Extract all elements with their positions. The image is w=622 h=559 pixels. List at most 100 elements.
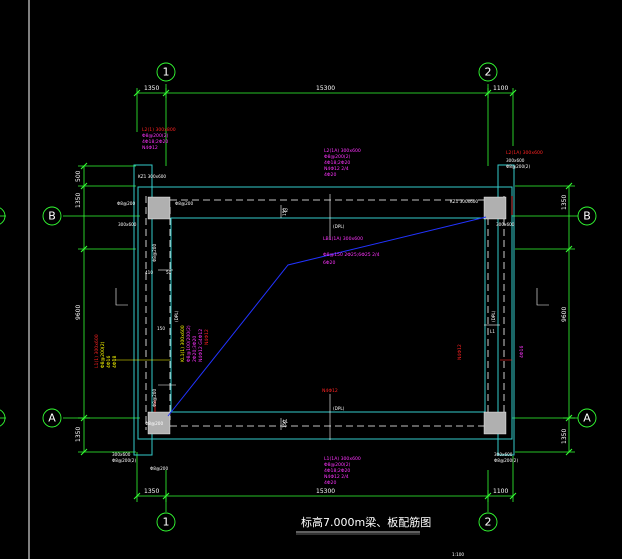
dim-inner-150-top: 150 — [282, 208, 287, 216]
tag-line: L2(1) 300x800 — [142, 127, 176, 133]
tag-line: 6Φ20 — [323, 260, 335, 266]
tag-line: Φ8@200 — [117, 201, 135, 206]
tag-line: N4Φ12 2/4 — [324, 474, 349, 480]
tag-line: 4Φ18 — [112, 356, 118, 368]
dim-bot-left: 1350 — [144, 488, 159, 495]
tag-line: L1 — [490, 329, 495, 334]
axis-label-b-right: B — [583, 210, 591, 223]
tag-line: 300x600 — [506, 158, 525, 163]
annotation-bottom: N4Φ12 L1(1A) 300x600 Φ8@200(2) 4Φ18;2Φ20… — [322, 388, 361, 486]
axis-labels: 1 2 1 2 B B A A — [48, 66, 591, 529]
dim-bot-right: 1100 — [493, 488, 508, 495]
tag-line: Φ8@200(2) — [112, 458, 136, 463]
tag-line: Φ8@200(2) — [324, 154, 351, 160]
footer-text: 1:100 — [452, 552, 464, 557]
drawing-title: 标高7.000m梁、板配筋图 — [301, 515, 431, 529]
tag-line: Φ8@150 2Φ25;6Φ25 2/4 — [323, 252, 380, 258]
tag-line: Φ8@200(2) — [324, 462, 351, 468]
tag-line: L2(1A) 300x600 — [324, 148, 361, 154]
dim-right-mid: 9600 — [561, 307, 568, 322]
tag-line: 4Φ18;2Φ20 — [324, 160, 350, 166]
dim-left-top: 500 — [75, 170, 82, 182]
beam-outline — [133, 164, 515, 456]
tag-line: Φ8@200 — [152, 244, 157, 262]
tag-line: 300x600 — [112, 452, 131, 457]
tag-line: 4Φ16 — [106, 356, 112, 368]
annotation-left-beam: L1(1) 300x600 Φ8@200(2) 4Φ16 4Φ18 — [94, 334, 118, 368]
column-a2 — [483, 411, 507, 435]
tag-line: N4Φ12 — [457, 344, 463, 360]
dim-left-mid: 9600 — [75, 305, 82, 320]
tag-line: 2Φ20;3Φ20 — [192, 336, 198, 362]
rebar-dashed-lines — [145, 196, 505, 430]
dim-inner-50: 50 — [166, 270, 172, 275]
annotation-slab: LB1(1A) 300x600 Φ8@150 2Φ25;6Φ25 2/4 6Φ2… — [323, 236, 380, 266]
axis-label-2-top: 2 — [485, 66, 492, 79]
tag-line: N4Φ12 — [322, 388, 338, 394]
tag-line: L2 — [283, 208, 288, 213]
tag-line: Φ8@200 — [152, 389, 157, 407]
level-marker — [115, 288, 549, 306]
dim-left-lower: 1350 — [75, 427, 82, 442]
axis-label-a-left: A — [48, 412, 56, 425]
tag-line: KZ1 300x600 — [450, 199, 478, 204]
tag-line: N4Φ12 2/4 — [324, 166, 349, 172]
tag-line: L2(1A) 300x600 — [506, 150, 543, 156]
annotation-right: N4Φ12 4Φ16 — [457, 344, 525, 360]
dimension-lines — [78, 88, 575, 502]
tag-line: KZ1 300x600 — [138, 174, 166, 179]
dimension-texts: 1350 15300 1100 1350 15300 1100 500 1350… — [75, 85, 568, 495]
annotation-top-left: L2(1) 300x800 Φ8@200(2) 4Φ18;2Φ20 N4Φ12 — [142, 127, 176, 151]
axis-label-1-top: 1 — [163, 66, 170, 79]
columns — [147, 196, 507, 435]
dim-top-right: 1100 — [493, 85, 508, 92]
dim-left-upper: 1350 — [75, 193, 82, 208]
dim-inner-410: 410 — [145, 270, 153, 275]
tag-line: Φ8@200(2) — [100, 341, 106, 368]
tag-line: KL1(1) 300x600 — [180, 325, 186, 362]
tag-line: Φ8@200(2) — [506, 164, 530, 169]
tag-line: 300x600 — [118, 222, 137, 227]
annotation-columns: KZ1 300x600 300x600 KZ1 300x600 300x600 … — [112, 174, 518, 463]
dim-right-lower: 1350 — [561, 429, 568, 444]
annotation-top-right: L2(1A) 300x600 300x600 Φ8@200(2) — [506, 150, 543, 169]
tag-line: Φ8@200 — [175, 201, 193, 206]
tag-line: L1 — [283, 419, 288, 424]
axis-label-1-bottom: 1 — [163, 516, 170, 529]
tag-line: N4Φ12 — [204, 329, 210, 345]
annotation-left-inner: KL1(1) 300x600 Φ8@100/200(2) 2Φ20;3Φ20 N… — [180, 325, 210, 362]
dim-top-left: 1350 — [144, 85, 159, 92]
annotation-misc: (DPL) (DPL) (DPL) (DPL) Φ8@200 Φ8@200 Φ8… — [117, 201, 496, 471]
column-b1 — [147, 196, 171, 220]
axis-label-b-left: B — [48, 210, 56, 223]
dim-right-upper: 1350 — [561, 195, 568, 210]
tag-line: Φ8@200(2) — [494, 458, 518, 463]
tag-line: 300x600 — [496, 222, 515, 227]
grid-lines — [0, 84, 578, 512]
tag-line: 4Φ16 — [519, 346, 525, 358]
tag-line: 4Φ18;2Φ20 — [142, 139, 168, 145]
dim-top-mid: 15300 — [316, 85, 335, 92]
tag-line: L1(1) 300x600 — [94, 334, 100, 368]
tag-line: N4Φ12 G4Φ12 — [198, 329, 204, 362]
dim-inner-150-left: 150 — [157, 326, 165, 331]
tag-line: LB1(1A) 300x600 — [323, 236, 363, 242]
annotation-top-mid: L2(1A) 300x600 Φ8@200(2) 4Φ18;2Φ20 N4Φ12… — [324, 148, 361, 178]
tag-line: Φ8@200 — [150, 466, 168, 471]
tag-line: (DPL) — [174, 310, 179, 322]
axis-bubbles — [0, 62, 597, 532]
tag-line: 300x600 — [494, 452, 513, 457]
section-markers — [112, 194, 513, 440]
tag-line: (DPL) — [333, 224, 345, 229]
dim-inner-150-bot: 150 — [282, 420, 287, 428]
slab-span-line — [167, 216, 487, 417]
tag-line: 4Φ20 — [324, 480, 336, 486]
axis-label-a-right: A — [583, 412, 591, 425]
dim-bot-mid: 15300 — [316, 488, 335, 495]
tag-line: (DPL) — [491, 310, 496, 322]
column-b2 — [483, 196, 507, 220]
tag-line: 4Φ20 — [324, 172, 336, 178]
column-a1 — [147, 411, 171, 435]
tag-line: N4Φ12 — [142, 145, 158, 151]
